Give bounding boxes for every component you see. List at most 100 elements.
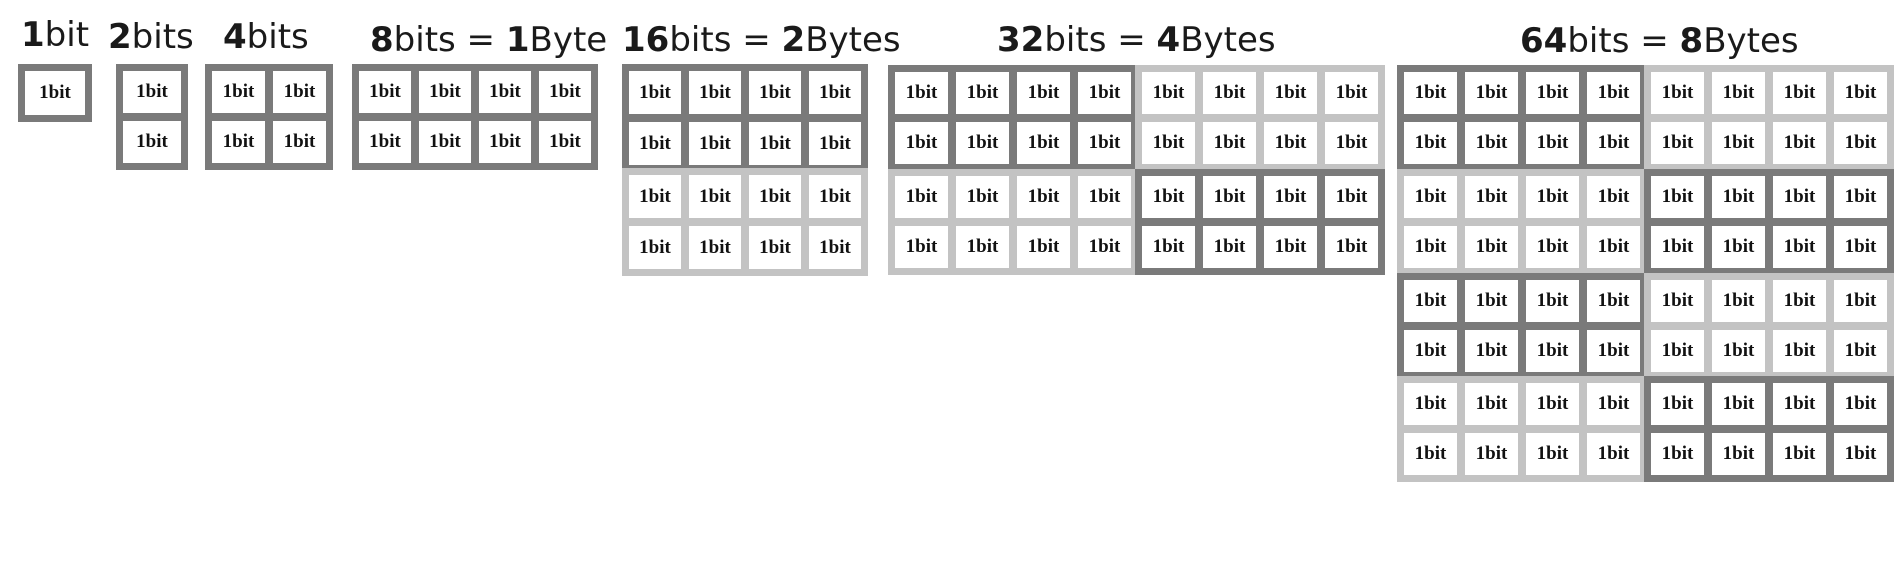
bit-cell: 1bit [1519,426,1586,482]
bit-cell: 1bit [742,168,808,225]
bit-cell: 1bit [949,169,1016,225]
bit-cell: 1bit [1196,169,1263,225]
bit-cell: 1bit [412,114,478,170]
bit-cell: 1bit [18,64,92,122]
bit-cell: 1bit [1458,65,1525,121]
title-number: 4 [1156,20,1181,60]
title-unit: bits = [1044,20,1157,60]
bit-cell: 1bit [472,114,538,170]
bit-cell: 1bit [622,64,688,121]
bit-cell: 1bit [1397,219,1464,275]
bit-cell: 1bit [1519,376,1586,432]
bit-cell: 1bit [1257,65,1324,121]
title-number: 16 [622,20,670,60]
bit-cell: 1bit [1458,426,1525,482]
bit-cell: 1bit [1318,115,1385,171]
title-number: 8 [370,20,394,60]
group-title: 4bits [223,20,309,54]
bit-cell: 1bit [472,64,538,120]
bit-cell: 1bit [1705,273,1772,329]
bit-cell: 1bit [888,65,955,121]
bit-cell: 1bit [682,219,748,276]
title-unit: Bytes [1180,20,1276,60]
bit-cell: 1bit [1580,273,1647,329]
bit-cell: 1bit [412,64,478,120]
bit-cell: 1bit [116,114,188,170]
bit-cell: 1bit [1644,65,1711,121]
bit-cell: 1bit [1827,219,1894,275]
bit-cell: 1bit [1519,219,1586,275]
bit-cell: 1bit [1766,426,1833,482]
bit-cell: 1bit [1580,323,1647,379]
bit-cell: 1bit [1397,115,1464,171]
bit-cell: 1bit [949,115,1016,171]
bit-cell: 1bit [1705,219,1772,275]
bit-cell: 1bit [888,169,955,225]
bit-cell: 1bit [1397,169,1464,225]
bit-cell: 1bit [1644,169,1711,225]
bit-cell: 1bit [1644,376,1711,432]
bit-cell: 1bit [1766,376,1833,432]
bit-cell: 1bit [1519,169,1586,225]
bit-cell: 1bit [116,64,188,120]
bit-cell: 1bit [1580,169,1647,225]
title-number: 4 [223,17,247,57]
title-unit: Bytes [1703,21,1799,61]
title-number: 8 [1679,21,1704,61]
bit-cell: 1bit [1318,169,1385,225]
title-number: 64 [1520,21,1568,61]
bit-cell: 1bit [1458,273,1525,329]
bit-cell: 1bit [1397,323,1464,379]
bit-cell: 1bit [1196,115,1263,171]
bit-cell: 1bit [888,219,955,275]
bit-cell: 1bit [888,115,955,171]
bit-cell: 1bit [1458,169,1525,225]
bit-cell: 1bit [1519,323,1586,379]
bit-cell: 1bit [1644,323,1711,379]
bit-cell: 1bit [622,168,688,225]
title-number: 1 [21,15,45,55]
bit-cell: 1bit [1318,65,1385,121]
bit-cell: 1bit [1705,376,1772,432]
bit-cell: 1bit [266,64,333,120]
bit-cell: 1bit [532,64,598,120]
bit-cell: 1bit [1705,65,1772,121]
bit-cell: 1bit [742,115,808,172]
bit-cell: 1bit [1644,426,1711,482]
bit-cell: 1bit [1827,65,1894,121]
title-unit: bits [131,17,194,57]
bit-cell: 1bit [682,168,748,225]
bit-cell: 1bit [1010,219,1077,275]
bit-cell: 1bit [1766,273,1833,329]
bit-cell: 1bit [1135,219,1202,275]
bit-cell: 1bit [352,64,418,120]
bit-cell: 1bit [1196,65,1263,121]
bit-cell: 1bit [742,64,808,121]
bit-cell: 1bit [1766,323,1833,379]
bit-cell: 1bit [1135,169,1202,225]
bit-cell: 1bit [1071,219,1138,275]
bit-cell: 1bit [1519,65,1586,121]
bit-cell: 1bit [1827,323,1894,379]
bit-cell: 1bit [352,114,418,170]
title-unit: bits = [1567,21,1680,61]
bit-cell: 1bit [1644,273,1711,329]
bit-cell: 1bit [205,114,272,170]
bit-cell: 1bit [1458,323,1525,379]
bit-cell: 1bit [1135,65,1202,121]
bit-cell: 1bit [1397,65,1464,121]
bit-cell: 1bit [1827,115,1894,171]
bit-cell: 1bit [1257,219,1324,275]
title-unit: Bytes [805,20,901,60]
bit-cell: 1bit [802,115,868,172]
bit-cell: 1bit [1071,115,1138,171]
bit-cell: 1bit [682,64,748,121]
bit-cell: 1bit [1580,115,1647,171]
bit-cell: 1bit [1580,426,1647,482]
group-title: 8bits = 1Byte [370,23,607,57]
bit-cell: 1bit [1766,65,1833,121]
group-title: 64bits = 8Bytes [1520,24,1799,58]
bit-cell: 1bit [1827,273,1894,329]
bit-cell: 1bit [802,64,868,121]
bit-cell: 1bit [1705,426,1772,482]
